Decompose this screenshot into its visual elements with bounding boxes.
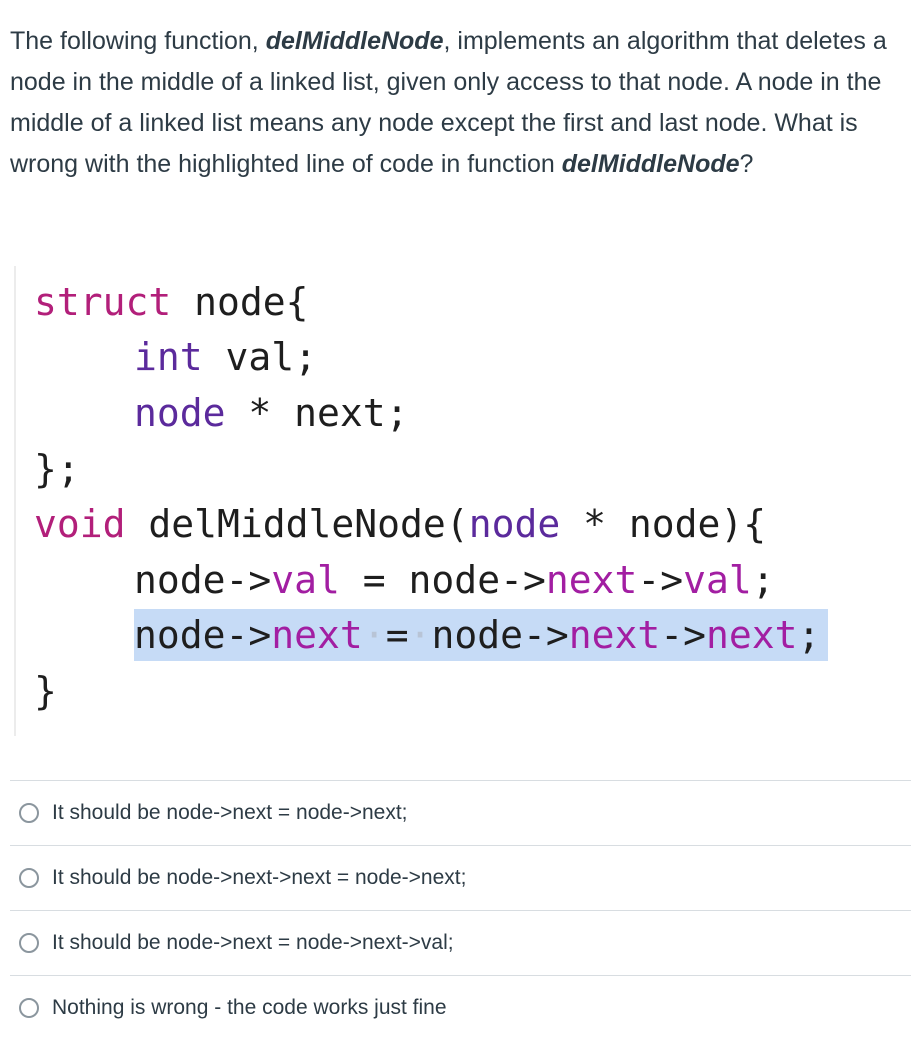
code-line-4: }; [34, 447, 80, 491]
code-snippet: struct node{ int val; node * next; }; vo… [14, 266, 911, 736]
answer-option-2[interactable]: It should be node->next->next = node->ne… [10, 845, 911, 910]
answer-option-3[interactable]: It should be node->next = node->next->va… [10, 910, 911, 975]
answer-option-4[interactable]: Nothing is wrong - the code works just f… [10, 975, 911, 1040]
answer-label: It should be node->next->next = node->ne… [52, 866, 467, 889]
highlighted-code-line: node->next·=·node->next->next; [134, 609, 829, 661]
answer-option-1[interactable]: It should be node->next = node->next; [10, 780, 911, 845]
question-intro: The following function, [10, 27, 266, 55]
radio-button-icon[interactable] [19, 868, 39, 888]
question-end: ? [739, 150, 754, 178]
code-line-1: struct node{ [34, 280, 309, 324]
radio-button-icon[interactable] [19, 998, 39, 1018]
answer-label: It should be node->next = node->next; [52, 801, 408, 824]
answer-label: Nothing is wrong - the code works just f… [52, 996, 447, 1019]
code-line-6: node->val = node->next->val; [134, 558, 775, 602]
code-line-3: node * next; [134, 391, 409, 435]
code-line-2: int val; [134, 335, 318, 379]
radio-button-icon[interactable] [19, 803, 39, 823]
function-name: delMiddleNode [265, 27, 444, 55]
question-text: The following function, delMiddleNode, i… [10, 21, 911, 185]
function-name-2: delMiddleNode [561, 150, 740, 178]
code-line-5: void delMiddleNode(node * node){ [34, 502, 767, 546]
answer-label: It should be node->next = node->next->va… [52, 931, 454, 954]
answer-choices: It should be node->next = node->next; It… [10, 780, 911, 1040]
radio-button-icon[interactable] [19, 933, 39, 953]
question-body: , implements an algorithm that deletes a… [10, 27, 887, 178]
code-line-8: } [34, 669, 57, 713]
